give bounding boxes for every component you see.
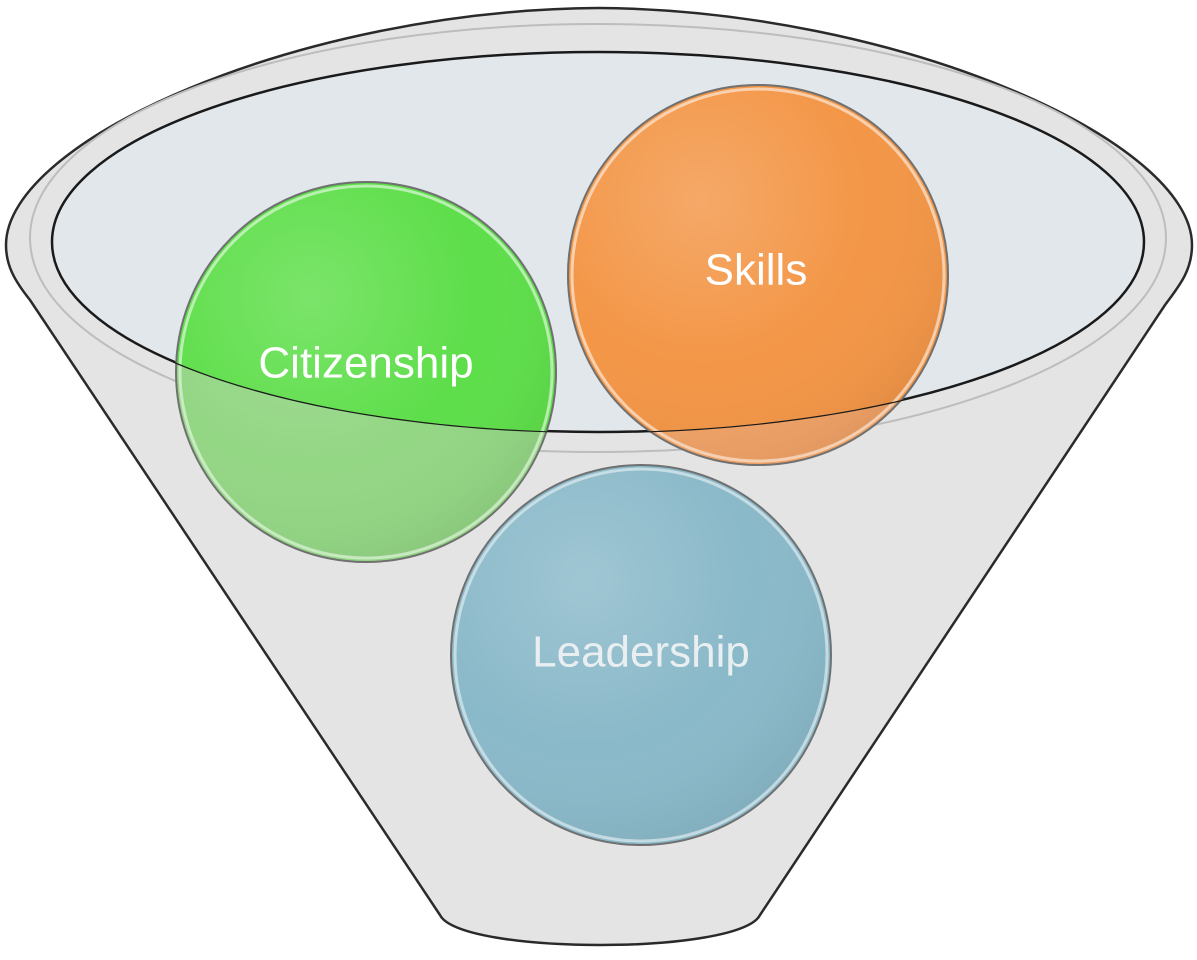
skills-label: Skills [705,246,808,295]
citizenship-label: Citizenship [258,339,473,388]
leadership-ball-shine [453,467,829,843]
skills-ball-top-shine [570,87,946,432]
leadership-label: Leadership [532,628,750,677]
balls-top-group [175,84,949,432]
funnel-rim [29,23,1167,453]
